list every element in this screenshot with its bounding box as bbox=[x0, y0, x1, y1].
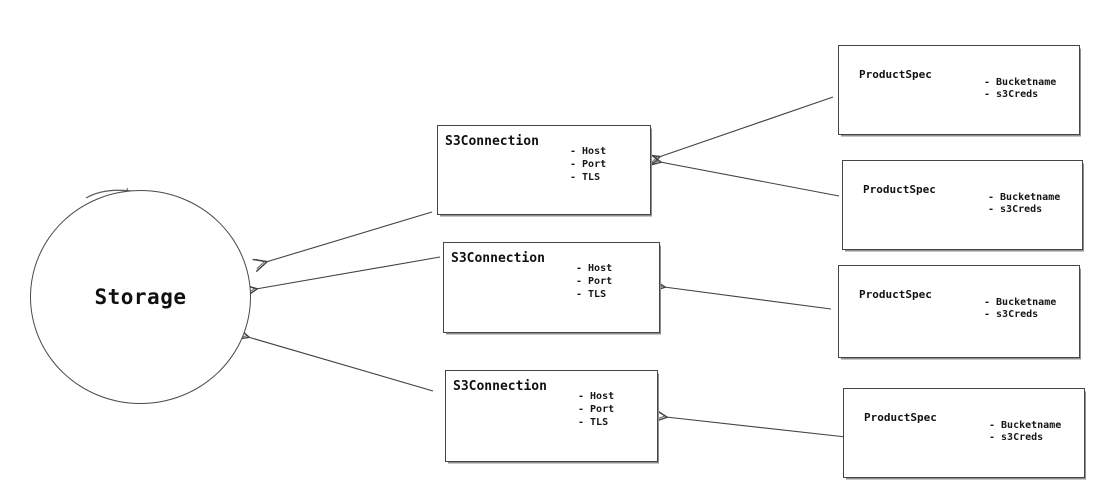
s3connection-3-attributes: - Host - Port - TLS bbox=[578, 390, 614, 429]
node-productspec-1: ProductSpec - Bucketname- s3Creds bbox=[838, 45, 1080, 135]
productspec-3-attributes: - Bucketname- s3Creds bbox=[984, 297, 1056, 321]
node-productspec-2: ProductSpec - Bucketname- s3Creds bbox=[842, 160, 1083, 250]
node-s3connection-1: S3Connection - Host - Port - TLS bbox=[437, 125, 651, 215]
attribute-host: - Host bbox=[576, 263, 613, 274]
attribute-bucketname: - Bucketname bbox=[988, 192, 1061, 203]
attribute-port: - Port bbox=[570, 159, 607, 170]
edge-productspec3-to-s3connection2 bbox=[651, 278, 832, 310]
attribute-s3creds: - s3Creds bbox=[989, 432, 1044, 443]
s3connection-1-title: S3Connection bbox=[445, 134, 539, 149]
attribute-port: - Port bbox=[578, 404, 615, 415]
productspec-2-title: ProductSpec bbox=[863, 183, 936, 196]
s3connection-3-title: S3Connection bbox=[453, 379, 547, 394]
attribute-tls: - TLS bbox=[578, 417, 609, 428]
attribute-tls: - TLS bbox=[576, 289, 607, 300]
edge-s3connection1-to-storage bbox=[252, 211, 433, 273]
edge-productspec2-to-s3connection1 bbox=[646, 152, 840, 197]
s3connection-2-title: S3Connection bbox=[451, 251, 545, 266]
s3connection-2-attributes: - Host - Port - TLS bbox=[576, 262, 612, 301]
attribute-bucketname: - Bucketname bbox=[989, 420, 1062, 431]
storage-label: Storage bbox=[94, 285, 187, 309]
node-s3connection-2: S3Connection - Host - Port - TLS bbox=[443, 242, 660, 333]
productspec-2-attributes: - Bucketname- s3Creds bbox=[988, 192, 1060, 216]
attribute-s3creds: - s3Creds bbox=[984, 89, 1039, 100]
attribute-host: - Host bbox=[578, 391, 615, 402]
attribute-host: - Host bbox=[570, 146, 607, 157]
node-storage: Storage bbox=[30, 190, 251, 404]
attribute-tls: - TLS bbox=[570, 172, 601, 183]
edge-productspec4-to-s3connection3 bbox=[653, 408, 847, 438]
edge-s3connection3-to-storage bbox=[234, 327, 434, 392]
attribute-s3creds: - s3Creds bbox=[988, 204, 1043, 215]
attribute-port: - Port bbox=[576, 276, 613, 287]
node-productspec-3: ProductSpec - Bucketname- s3Creds bbox=[838, 265, 1080, 358]
productspec-3-title: ProductSpec bbox=[859, 288, 932, 301]
attribute-s3creds: - s3Creds bbox=[984, 309, 1039, 320]
productspec-4-title: ProductSpec bbox=[864, 411, 937, 424]
edge-productspec1-to-s3connection1 bbox=[645, 96, 834, 168]
attribute-bucketname: - Bucketname bbox=[984, 77, 1057, 88]
edge-s3connection2-to-storage bbox=[242, 256, 441, 298]
productspec-1-attributes: - Bucketname- s3Creds bbox=[984, 77, 1056, 101]
productspec-4-attributes: - Bucketname- s3Creds bbox=[989, 420, 1061, 444]
productspec-1-title: ProductSpec bbox=[859, 68, 932, 81]
s3connection-1-attributes: - Host - Port - TLS bbox=[570, 145, 606, 184]
node-productspec-4: ProductSpec - Bucketname- s3Creds bbox=[843, 388, 1085, 478]
node-s3connection-3: S3Connection - Host - Port - TLS bbox=[445, 370, 658, 462]
attribute-bucketname: - Bucketname bbox=[984, 297, 1057, 308]
